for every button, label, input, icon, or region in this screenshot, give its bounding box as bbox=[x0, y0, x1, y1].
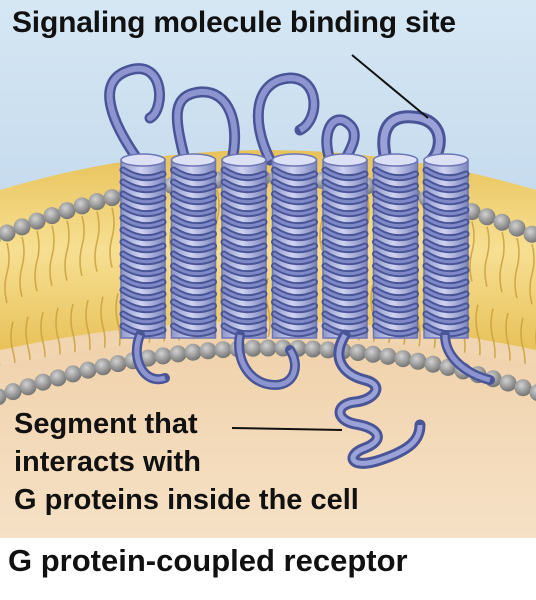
figure-caption: G protein-coupled receptor bbox=[8, 543, 408, 578]
phospholipid-head bbox=[349, 344, 367, 362]
phospholipid-head bbox=[493, 213, 511, 231]
cytoplasm-lower bbox=[0, 337, 536, 538]
phospholipid-head bbox=[0, 224, 16, 242]
lipid-tail bbox=[4, 242, 10, 304]
transmembrane-helix bbox=[321, 153, 369, 339]
phospholipid-head bbox=[58, 202, 76, 220]
phospholipid-head bbox=[184, 343, 202, 361]
transmembrane-helix bbox=[119, 153, 167, 339]
phospholipid-head bbox=[529, 384, 536, 401]
phospholipid-head bbox=[364, 345, 382, 363]
phospholipid-head bbox=[88, 193, 106, 211]
phospholipid-head bbox=[214, 341, 232, 359]
gpcr-diagram bbox=[0, 0, 536, 538]
lipid-tail bbox=[499, 232, 505, 293]
lipid-tail bbox=[79, 215, 85, 277]
lipid-tail bbox=[514, 237, 520, 299]
lipid-tail bbox=[109, 207, 115, 268]
segment-leader-line bbox=[231, 427, 343, 431]
phospholipid-head bbox=[109, 355, 127, 373]
phospholipid-head bbox=[73, 197, 91, 215]
segment-label-line-2: interacts with bbox=[14, 446, 201, 478]
phospholipid-head bbox=[28, 212, 46, 230]
phospholipid-head bbox=[478, 208, 496, 226]
segment-label-line-1: Segment that bbox=[14, 408, 198, 440]
phospholipid-head bbox=[4, 383, 22, 401]
phospholipid-head bbox=[49, 369, 67, 387]
phospholipid-head bbox=[94, 358, 112, 376]
phospholipid-head bbox=[394, 350, 412, 368]
lipid-tail bbox=[49, 225, 55, 286]
phospholipid-head bbox=[508, 219, 526, 237]
phospholipid-head bbox=[514, 379, 532, 397]
lipid-tail bbox=[34, 230, 40, 292]
phospholipid-head bbox=[319, 341, 337, 359]
phospholipid-head bbox=[259, 339, 277, 357]
transmembrane-helix bbox=[372, 153, 419, 339]
phospholipid-head bbox=[79, 361, 97, 379]
phospholipid-head bbox=[523, 225, 536, 243]
phospholipid-head bbox=[424, 355, 442, 373]
lipid-tail bbox=[64, 220, 70, 281]
phospholipid-head bbox=[103, 189, 121, 207]
binding-site-leader-line bbox=[351, 54, 429, 119]
transmembrane-helix bbox=[170, 153, 217, 339]
transmembrane-helix bbox=[422, 153, 470, 339]
phospholipid-head bbox=[379, 347, 397, 365]
lipid-tail bbox=[469, 221, 475, 282]
lipid-tail bbox=[484, 226, 490, 287]
phospholipid-head bbox=[19, 378, 37, 396]
inner-leaflet-heads bbox=[0, 339, 536, 406]
phospholipid-head bbox=[199, 342, 217, 360]
phospholipid-head bbox=[499, 374, 517, 392]
g-protein-segment-label: Segment that interacts with G proteins i… bbox=[14, 405, 359, 519]
phospholipid-head bbox=[304, 340, 322, 358]
binding-site-label: Signaling molecule binding site bbox=[12, 6, 456, 39]
phospholipid-head bbox=[244, 339, 262, 357]
lipid-tail bbox=[115, 293, 121, 354]
segment-label-line-3: G proteins inside the cell bbox=[14, 484, 359, 516]
phospholipid-head bbox=[154, 347, 172, 365]
transmembrane-helix bbox=[271, 153, 318, 339]
phospholipid-head bbox=[64, 365, 82, 383]
lipid-tail bbox=[19, 236, 25, 298]
transmembrane-helix bbox=[220, 153, 268, 339]
phospholipid-head bbox=[409, 352, 427, 370]
phospholipid-head bbox=[43, 207, 61, 225]
lipid-tail bbox=[94, 211, 100, 272]
lipid-tail bbox=[529, 244, 535, 305]
phospholipid-head bbox=[34, 373, 52, 391]
phospholipid-head bbox=[13, 218, 31, 236]
phospholipid-head bbox=[169, 345, 187, 363]
gpcr-receptor bbox=[104, 63, 495, 469]
